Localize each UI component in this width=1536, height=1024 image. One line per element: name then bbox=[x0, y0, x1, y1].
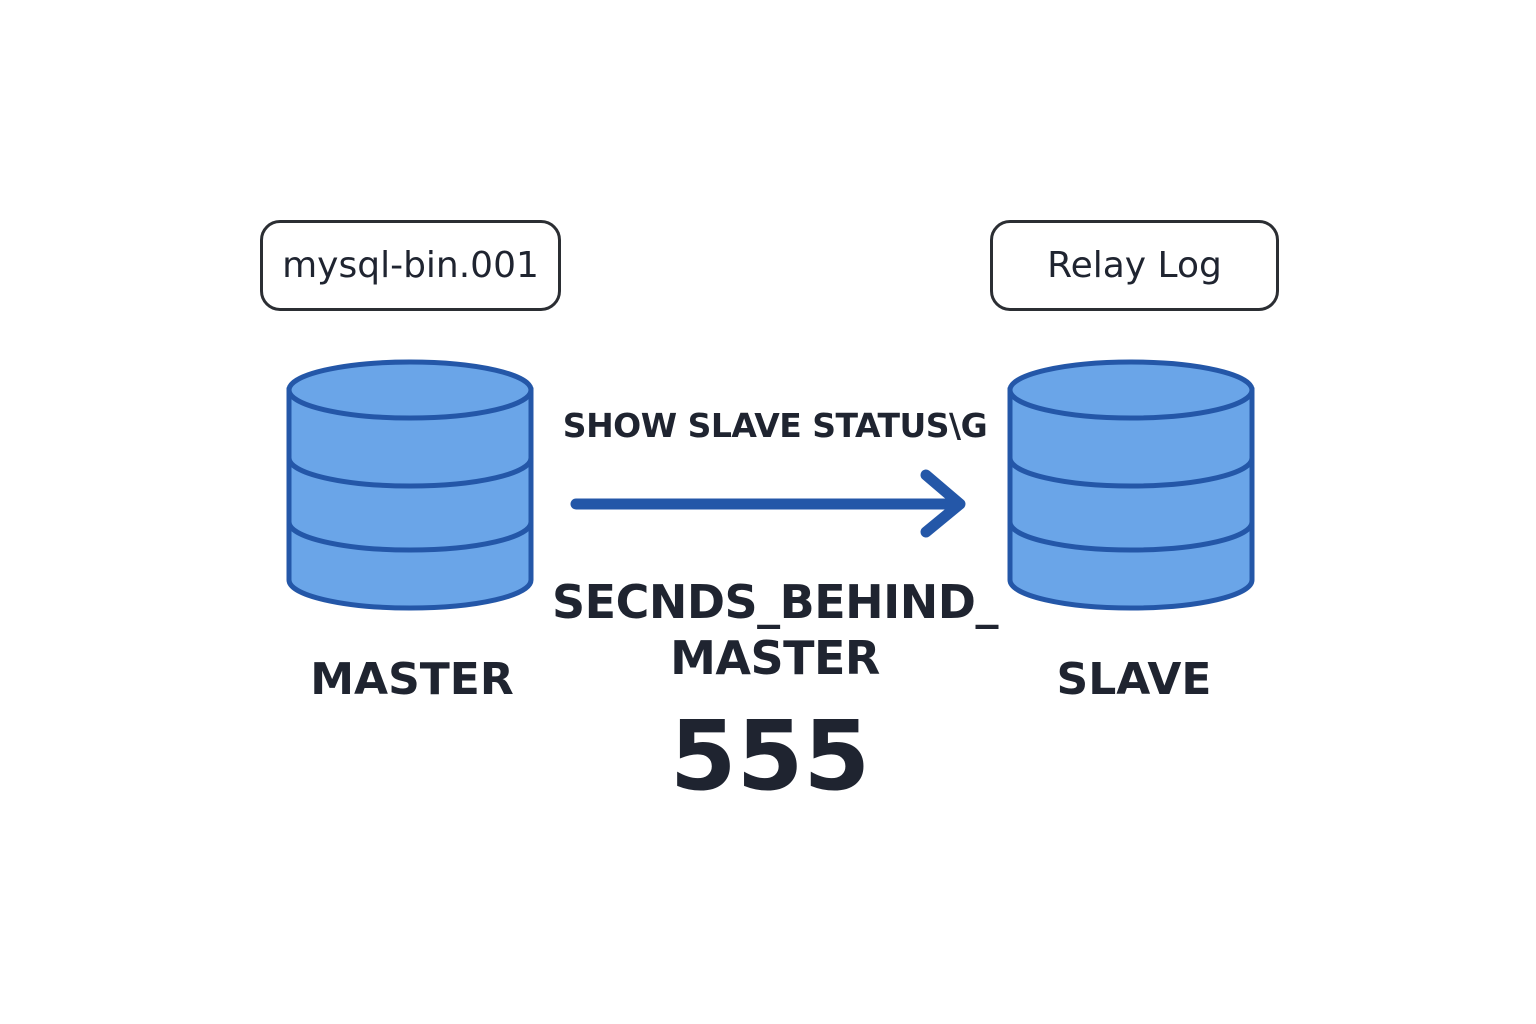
master-binlog-label: mysql-bin.001 bbox=[282, 245, 539, 286]
seconds-behind-master-line2: MASTER bbox=[670, 631, 880, 685]
slave-relay-log-label: Relay Log bbox=[1047, 245, 1222, 286]
master-database-icon bbox=[286, 359, 534, 611]
seconds-behind-master-line1: SECNDS_BEHIND_ bbox=[552, 575, 998, 629]
replication-command: SHOW SLAVE STATUS\G bbox=[562, 406, 988, 445]
seconds-behind-master-value: 555 bbox=[669, 700, 871, 812]
slave-database-icon bbox=[1007, 359, 1255, 611]
master-label: MASTER bbox=[310, 654, 514, 705]
slave-relay-log-box: Relay Log bbox=[990, 220, 1279, 311]
seconds-behind-master-field: SECNDS_BEHIND_ MASTER bbox=[530, 574, 1020, 686]
master-binlog-box: mysql-bin.001 bbox=[260, 220, 561, 311]
arrow-right-icon bbox=[570, 469, 966, 538]
slave-label: SLAVE bbox=[1056, 654, 1212, 705]
